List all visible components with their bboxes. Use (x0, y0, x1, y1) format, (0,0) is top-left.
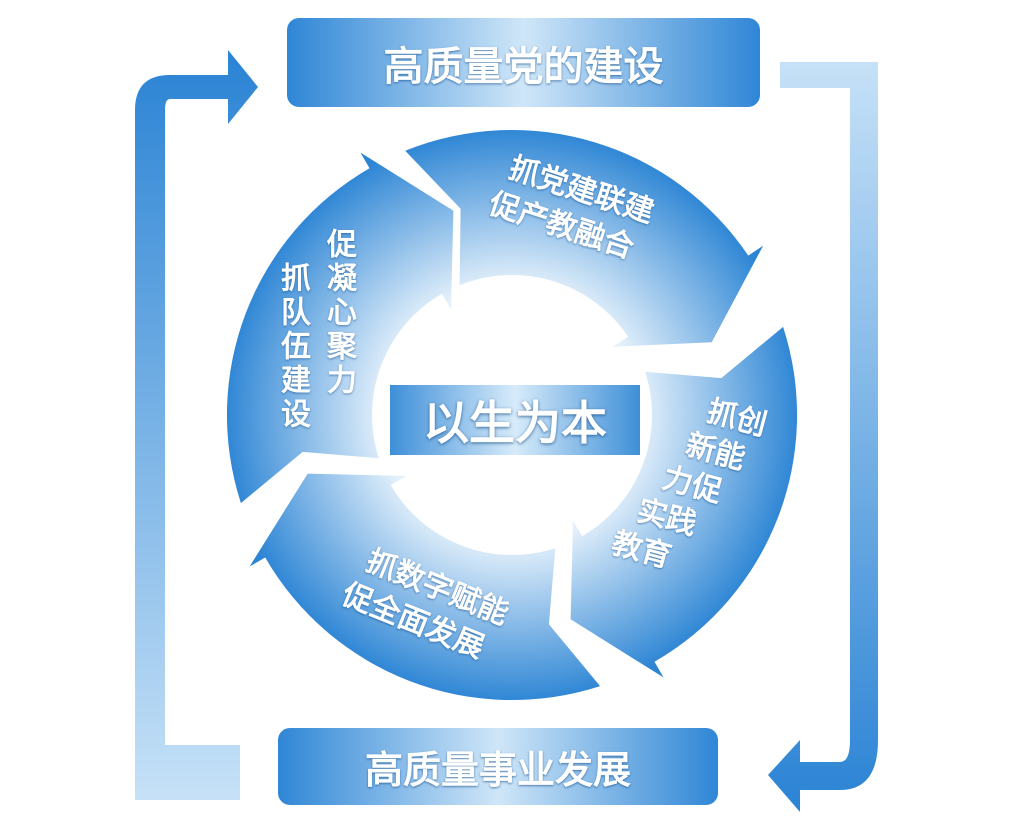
segment-right-arrow (570, 326, 798, 678)
top-box: 高质量党的建设 (287, 18, 760, 107)
segment-left-text-1: 促凝心聚力 (321, 228, 356, 398)
segment-left-text-2: 抓队伍建设 (275, 262, 310, 432)
segment-bottom-arrow (249, 473, 601, 701)
segment-top-right-arrow (405, 130, 764, 347)
bottom-box: 高质量事业发展 (278, 728, 718, 805)
center-label: 以生为本 (390, 385, 640, 455)
left-loop-arrow (135, 50, 258, 800)
segment-left-arrow (226, 152, 454, 504)
right-loop-arrow (768, 62, 878, 812)
ring-segments (226, 130, 798, 701)
